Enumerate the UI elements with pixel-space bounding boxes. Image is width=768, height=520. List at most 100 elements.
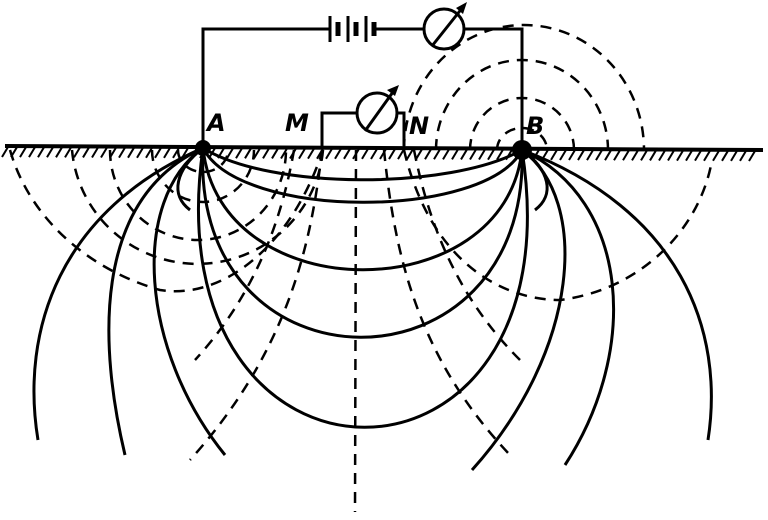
equipotential-line [495,126,549,151]
hatch-mark [550,149,558,161]
hatch-mark [280,147,288,160]
current-circuit [201,2,524,145]
hatch-mark [136,147,144,159]
hatch-mark [649,149,657,161]
hatch-mark [496,149,504,161]
hatch-mark [361,148,369,160]
hatch-mark [586,149,594,161]
hatch-mark [325,148,333,160]
hatch-mark [46,146,54,158]
hatch-mark [433,148,441,160]
hatch-mark [712,150,720,162]
equipotential-line [402,23,646,151]
hatch-mark [73,146,81,158]
current-line-left-outer [107,146,204,456]
hatch-mark [28,146,36,158]
hatch-mark [424,148,432,160]
equipotential-line [108,149,288,242]
hatch-mark [478,149,486,161]
electrode-a-label: A [205,109,226,137]
equipotential-line [194,149,296,361]
current-line [201,147,524,204]
electrode-b-label: B [526,112,544,140]
hatch-mark [595,149,603,161]
hatch-mark [631,149,639,161]
hatch-mark [451,148,459,160]
hatch-mark [172,147,180,159]
hatch-mark [262,147,270,159]
electrode-n-label: N [409,112,429,140]
hatch-mark [676,150,684,162]
equipotential-line [412,149,521,361]
hatch-mark [334,148,342,160]
potential-circuit [320,85,406,146]
ground-surface [4,144,764,152]
hatch-mark [244,147,252,159]
hatch-mark [91,146,99,159]
hatch-mark [388,148,396,160]
current-line [201,147,524,339]
hatch-mark [406,148,414,160]
current-line-left-outer [32,146,204,441]
hatch-mark [271,147,279,159]
hatch-mark [640,149,648,161]
voltmeter-wire [320,111,406,146]
hatch-mark [604,149,612,161]
hatch-mark [694,150,702,162]
equipotential-line [8,149,325,293]
hatch-mark [442,148,450,160]
equipotential-line [189,149,324,461]
circuit-wire-right [464,27,524,145]
current-line [201,147,524,272]
current-line-right-outer [521,148,616,466]
hatch-mark [577,149,585,161]
hatch-mark [739,150,747,162]
hatch-mark [685,150,693,162]
hatch-mark [658,149,666,161]
hatch-mark [622,149,630,161]
hatch-mark [415,148,423,160]
hatch-mark [343,148,351,160]
hatch-mark [100,147,108,159]
hatch-mark [1,146,9,158]
equipotential-line [382,149,511,456]
hatch-mark [559,149,567,161]
current-line [202,146,523,182]
hatch-mark [487,149,495,161]
equipotential-line [434,58,610,151]
hatch-mark [253,147,261,159]
hatch-mark [82,146,90,158]
equipotential-line [468,96,576,151]
electrode-m-label: M [285,109,309,137]
hatch-mark [145,147,153,159]
circuit-wire-left [201,27,322,142]
hatch-mark [730,150,738,162]
hatch-mark [469,148,477,160]
hatch-mark [55,146,63,158]
hatch-mark [721,150,729,162]
current-line-inner [176,146,204,212]
hatch-mark [235,147,243,159]
hatch-mark [19,146,27,158]
equipotential-line [402,149,714,302]
equipotential-lines [8,23,714,513]
current-line-inner [521,148,549,212]
hatch-mark [118,147,126,159]
hatch-mark [460,148,468,160]
hatch-mark [163,147,171,159]
equipotential-line [150,149,256,204]
current-line-left-outer [152,146,227,456]
hatch-mark [568,149,576,161]
hatch-mark [370,148,378,160]
hatch-mark [298,148,306,160]
hatch-mark [64,146,72,158]
current-line-right-outer [521,148,713,441]
ammeter-icon [422,2,467,51]
equipotential-line [353,149,358,513]
hatch-mark [703,150,711,162]
voltmeter-icon [355,85,399,135]
hatch-mark [667,150,675,162]
hatch-mark [37,146,45,158]
current-line [196,147,529,429]
